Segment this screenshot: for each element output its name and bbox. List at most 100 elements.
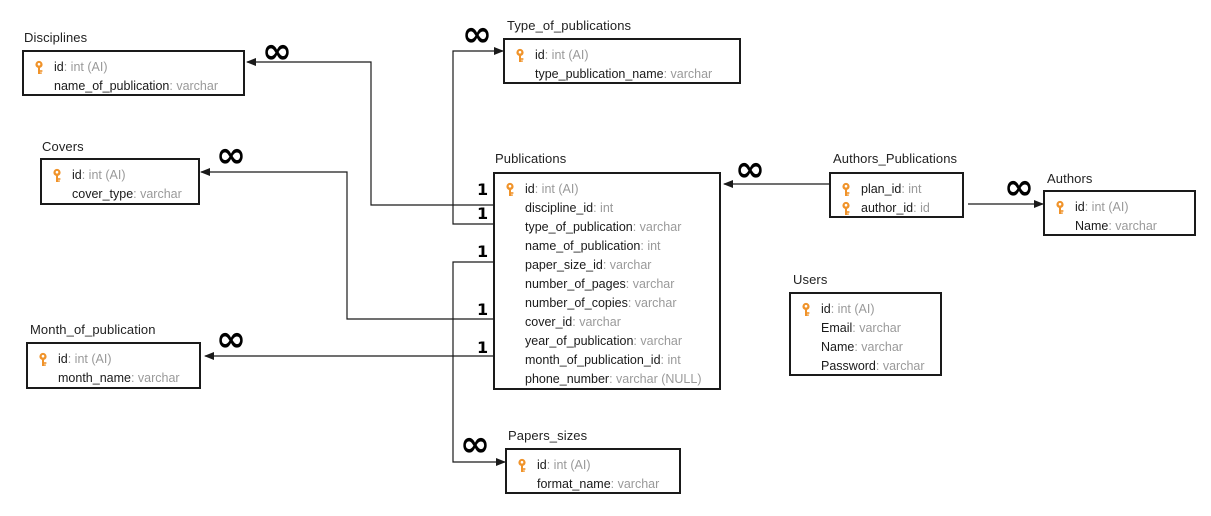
field-row[interactable]: Password: varchar bbox=[791, 357, 940, 376]
field-row[interactable]: Name: varchar bbox=[791, 338, 940, 357]
field-row[interactable]: cover_id: varchar bbox=[495, 313, 719, 332]
field-type: : varchar bbox=[1108, 219, 1157, 233]
key-icon bbox=[35, 60, 43, 74]
field-row[interactable]: id: int (AI) bbox=[791, 300, 940, 319]
table-disciplines[interactable]: id: int (AI)name_of_publication: varchar bbox=[22, 50, 245, 96]
field-name: year_of_publication bbox=[525, 334, 634, 348]
field-name: id bbox=[58, 352, 68, 366]
field-type: : int bbox=[640, 239, 661, 253]
field-row[interactable]: id: int (AI) bbox=[28, 350, 199, 369]
rel-paper-size-line bbox=[452, 261, 506, 466]
table-title-publications: Publications bbox=[495, 151, 567, 166]
field-type: : varchar bbox=[633, 334, 683, 348]
field-row[interactable]: author_id: id bbox=[831, 199, 962, 218]
table-type-of-publications[interactable]: id: int (AI)type_publication_name: varch… bbox=[503, 38, 741, 84]
field-row[interactable]: paper_size_id: varchar bbox=[495, 256, 719, 275]
field-row[interactable]: year_of_publication: varchar bbox=[495, 332, 719, 351]
table-papers-sizes[interactable]: id: int (AI)format_name: varchar bbox=[505, 448, 681, 494]
field-row[interactable]: format_name: varchar bbox=[507, 475, 679, 494]
field-name: author_id bbox=[861, 201, 914, 215]
field-name: number_of_pages bbox=[525, 277, 626, 291]
field-row[interactable]: plan_id: int bbox=[831, 180, 962, 199]
field-row[interactable]: name_of_publication: varchar bbox=[24, 77, 243, 96]
field-name: Name bbox=[821, 340, 855, 354]
key-icon bbox=[842, 182, 850, 196]
field-type: : varchar bbox=[602, 258, 652, 272]
cardinality-many: ∞ bbox=[216, 319, 246, 360]
field-row[interactable]: phone_number: varchar (NULL) bbox=[495, 370, 719, 389]
field-name: plan_id bbox=[861, 182, 902, 196]
field-type: : int bbox=[660, 353, 681, 367]
field-type: : int bbox=[593, 201, 614, 215]
key-icon bbox=[506, 182, 514, 196]
field-name: type_of_publication bbox=[525, 220, 633, 234]
field-type: : varchar bbox=[130, 371, 180, 385]
table-month-of-publication[interactable]: id: int (AI)month_name: varchar bbox=[26, 342, 201, 389]
field-row[interactable]: id: int (AI) bbox=[1045, 198, 1194, 217]
field-row[interactable]: type_of_publication: varchar bbox=[495, 218, 719, 237]
table-title-disciplines: Disciplines bbox=[24, 30, 88, 45]
field-type: : varchar bbox=[852, 321, 901, 335]
key-icon bbox=[53, 168, 61, 182]
field-name: format_name bbox=[537, 477, 611, 491]
key-icon bbox=[39, 352, 47, 366]
field-type: : int (AI) bbox=[544, 48, 589, 62]
field-row[interactable]: number_of_copies: varchar bbox=[495, 294, 719, 313]
field-row[interactable]: type_publication_name: varchar bbox=[505, 65, 739, 84]
field-type: : varchar bbox=[627, 296, 677, 310]
table-title-authors: Authors bbox=[1047, 171, 1093, 186]
key-icon bbox=[842, 201, 850, 215]
field-row[interactable]: id: int (AI) bbox=[505, 46, 739, 65]
field-type: : varchar bbox=[625, 277, 675, 291]
field-type: : int (AI) bbox=[67, 352, 112, 366]
cardinality-one: 1 bbox=[477, 338, 489, 357]
field-row[interactable]: name_of_publication: int bbox=[495, 237, 719, 256]
field-name: name_of_publication bbox=[525, 239, 641, 253]
cardinality-many: ∞ bbox=[735, 149, 765, 190]
rel-discipline-line bbox=[246, 58, 493, 206]
field-type: : varchar (NULL) bbox=[609, 372, 702, 386]
field-name: id bbox=[525, 182, 535, 196]
field-type: : int (AI) bbox=[830, 302, 875, 316]
field-name: Password bbox=[821, 359, 876, 373]
field-name: id bbox=[821, 302, 831, 316]
field-name: type_publication_name bbox=[535, 67, 664, 81]
field-type: : varchar bbox=[663, 67, 713, 81]
field-row[interactable]: month_name: varchar bbox=[28, 369, 199, 388]
field-type: : varchar bbox=[854, 340, 903, 354]
field-row[interactable]: id: int (AI) bbox=[42, 166, 198, 185]
field-name: Email bbox=[821, 321, 853, 335]
field-row[interactable]: id: int (AI) bbox=[507, 456, 679, 475]
cardinality-one: 1 bbox=[477, 300, 489, 319]
field-name: cover_type bbox=[72, 187, 134, 201]
field-row[interactable]: number_of_pages: varchar bbox=[495, 275, 719, 294]
cardinality-one: 1 bbox=[477, 180, 489, 199]
table-title-covers: Covers bbox=[42, 139, 84, 154]
field-row[interactable]: cover_type: varchar bbox=[42, 185, 198, 204]
field-type: : int (AI) bbox=[81, 168, 126, 182]
field-name: name_of_publication bbox=[54, 79, 170, 93]
field-row[interactable]: month_of_publication_id: int bbox=[495, 351, 719, 370]
field-type: : varchar bbox=[610, 477, 660, 491]
cardinality-one: 1 bbox=[477, 204, 489, 223]
field-type: : varchar bbox=[632, 220, 682, 234]
field-row[interactable]: Name: varchar bbox=[1045, 217, 1194, 236]
key-icon bbox=[518, 458, 526, 472]
table-covers[interactable]: id: int (AI)cover_type: varchar bbox=[40, 158, 200, 205]
field-type: : int (AI) bbox=[1084, 200, 1129, 214]
field-row[interactable]: Email: varchar bbox=[791, 319, 940, 338]
field-name: id bbox=[1075, 200, 1085, 214]
field-name: phone_number bbox=[525, 372, 610, 386]
field-row[interactable]: id: int (AI) bbox=[24, 58, 243, 77]
field-type: : int (AI) bbox=[534, 182, 579, 196]
table-authors[interactable]: id: int (AI)Name: varchar bbox=[1043, 190, 1196, 236]
field-type: : varchar bbox=[572, 315, 621, 329]
field-name: id bbox=[535, 48, 545, 62]
field-row[interactable]: discipline_id: int bbox=[495, 199, 719, 218]
field-row[interactable]: id: int (AI) bbox=[495, 180, 719, 199]
field-type: : int bbox=[901, 182, 922, 196]
